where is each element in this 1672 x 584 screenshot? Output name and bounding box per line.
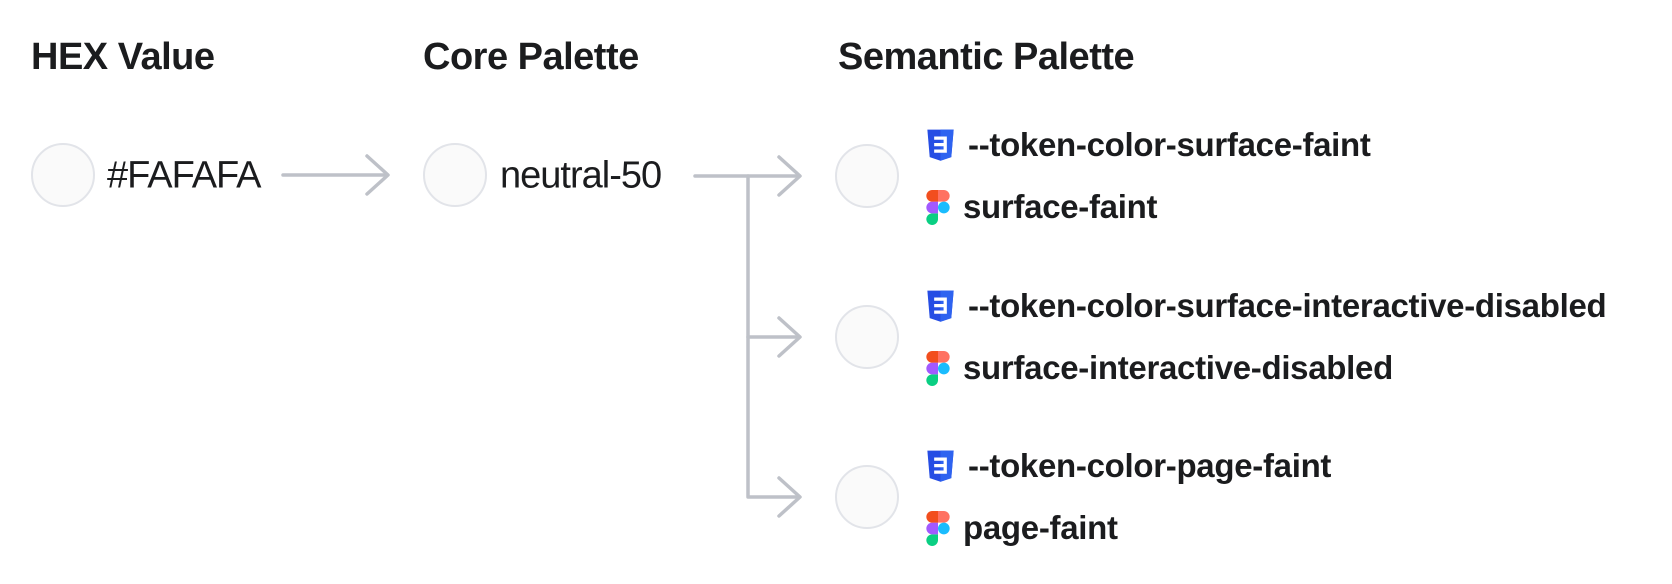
core-palette-header: Core Palette bbox=[423, 36, 639, 78]
core-swatch bbox=[423, 143, 487, 207]
figma-style-line: surface-interactive-disabled bbox=[926, 337, 1606, 399]
token-entry: --token-color-surface-interactive-disabl… bbox=[926, 275, 1607, 399]
figma-style-line: surface-faint bbox=[926, 176, 1371, 238]
figma-style-line: page-faint bbox=[926, 497, 1331, 559]
token-entry: --token-color-page-faint page-faint bbox=[926, 435, 1331, 559]
figma-style-label: surface-faint bbox=[963, 188, 1158, 225]
arrow-trunk-to-sem2-head bbox=[777, 316, 802, 358]
semantic-swatch bbox=[835, 465, 899, 529]
token-entry: --token-color-surface-faint surface-fain… bbox=[926, 114, 1371, 238]
css-shield-icon bbox=[926, 128, 955, 163]
css-token-line: --token-color-surface-interactive-disabl… bbox=[926, 275, 1607, 337]
css-shield-icon bbox=[926, 449, 955, 484]
arrow-core-to-sem1-head bbox=[777, 155, 802, 197]
css-token-line: --token-color-page-faint bbox=[926, 435, 1331, 497]
css-token-line: --token-color-surface-faint bbox=[926, 114, 1371, 176]
css-token-label: --token-color-page-faint bbox=[968, 447, 1332, 484]
hex-label: #FAFAFA bbox=[107, 154, 262, 197]
hex-swatch bbox=[31, 143, 95, 207]
hex-value-header: HEX Value bbox=[31, 36, 215, 78]
figma-style-label: page-faint bbox=[963, 509, 1118, 546]
css-shield-icon bbox=[926, 289, 955, 324]
arrow-hex-to-core-head bbox=[365, 154, 390, 196]
css-token-label: --token-color-surface-faint bbox=[968, 126, 1371, 163]
css-token-label: --token-color-surface-interactive-disabl… bbox=[968, 287, 1607, 324]
figma-style-label: surface-interactive-disabled bbox=[963, 349, 1393, 386]
figma-icon bbox=[926, 510, 950, 546]
arrow-trunk-to-sem3 bbox=[746, 174, 800, 499]
figma-icon bbox=[926, 189, 950, 225]
arrow-trunk-to-sem3-head bbox=[777, 476, 802, 518]
semantic-swatch bbox=[835, 305, 899, 369]
semantic-swatch bbox=[835, 144, 899, 208]
semantic-palette-header: Semantic Palette bbox=[838, 36, 1135, 78]
figma-icon bbox=[926, 350, 950, 386]
core-label: neutral-50 bbox=[500, 154, 662, 197]
